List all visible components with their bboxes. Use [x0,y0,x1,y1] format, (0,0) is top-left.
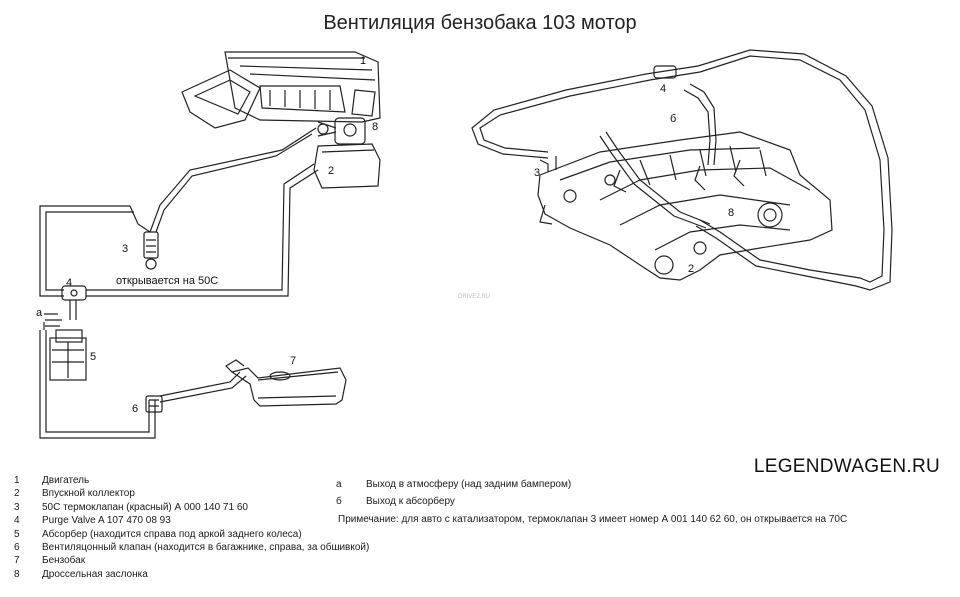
legend-text: Дроссельная заслонка [42,568,148,580]
page-title: Вентиляция бензобака 103 мотор [323,12,637,34]
vent-hoses-left [39,127,319,439]
legend-outlets: а Выход в атмосферу (над задним бампером)… [336,476,571,510]
callout-7: 7 [290,355,296,367]
callout-8: 8 [372,121,378,133]
legend-item: 7 Бензобак [10,554,369,567]
legend-item: 8 Дроссельная заслонка [10,568,369,581]
legend-num: 8 [14,568,20,580]
legend-num: 5 [14,528,20,540]
callout-2: 2 [328,165,334,177]
right-callouts: 3 4 б 8 2 [534,83,734,275]
legend-text: Впускной коллектор [42,488,135,500]
callout-5: 5 [90,351,96,363]
legend-item: 2 Впускной коллектор [10,487,369,500]
legend-text: Абсорбер (находится справа под аркой зад… [42,528,302,540]
legend-num: 6 [14,542,20,554]
throttle-body-drawing [317,117,366,145]
catalyst-note: Примечание: для авто с катализатором, те… [338,514,848,525]
legend-num: 7 [14,555,20,567]
callout-1: 1 [360,55,366,67]
thermo-valve-drawing [143,231,159,270]
right-callout-3: 3 [534,167,540,179]
legend-item: 5 Абсорбер (находится справа под аркой за… [10,528,369,541]
legend-text: Вентиляцонный клапан (находится в багажн… [42,542,370,554]
legend-outlet-item: а Выход в атмосферу (над задним бампером) [336,476,571,493]
brand-label: LEGENDWAGEN.RU [753,456,940,477]
vent-valve-drawing [145,395,163,413]
legend-item: 1 Двигатель [10,474,369,487]
right-callout-2: 2 [688,263,694,275]
legend-text: Бензобак [42,555,86,567]
engine-perspective-drawing [537,131,833,281]
legend-list: 1 Двигатель 2 Впускной коллектор 3 50С терм… [10,474,369,581]
fuel-tank-drawing [225,359,347,407]
intake-manifold-drawing [181,51,381,129]
legend-outlet-text: Выход к абсорберу [366,496,455,507]
right-callout-4: 4 [660,83,666,95]
legend-outlet-text: Выход в атмосферу (над задним бампером) [366,479,572,490]
left-callouts: 1 2 3 4 5 6 7 8 a открывается на 50С [36,55,378,415]
legend-text: Двигатель [42,475,90,486]
engine-block-drawing [313,143,381,189]
right-callout-b: б [670,113,676,125]
legend-outlet-num: а [336,479,342,490]
legend-num: 1 [14,475,20,486]
fuel-vent-diagram: 1 2 3 4 5 6 7 8 a открывается на 50С 3 4… [36,49,893,439]
legend-item: 6 Вентиляцонный клапан (находится в багаж… [10,541,369,554]
vent-hoses-right [471,49,893,291]
legend-item: 4 Purge Valve A 107 470 08 93 [10,514,369,527]
legend-outlet-num: б [336,496,342,507]
legend-outlet-item: б Выход к абсорберу [336,493,571,510]
legend-text: Purge Valve A 107 470 08 93 [42,515,171,527]
absorber-drawing [49,329,87,381]
callout-3: 3 [122,243,128,255]
legend-num: 2 [14,488,20,500]
callout-a: a [36,307,43,319]
right-callout-8: 8 [728,207,734,219]
legend-num: 4 [14,515,20,527]
watermark: DRIVE2.RU [458,294,490,300]
legend-num: 3 [14,501,20,513]
callout-6: 6 [132,403,138,415]
purge-valve-drawing [61,285,87,301]
legend-item: 3 50С термоклапан (красный) А 000 140 71 … [10,501,369,514]
legend-text: 50С термоклапан (красный) А 000 140 71 6… [42,501,248,513]
callout-4: 4 [66,277,72,289]
thermo-caption: открывается на 50С [116,275,218,287]
